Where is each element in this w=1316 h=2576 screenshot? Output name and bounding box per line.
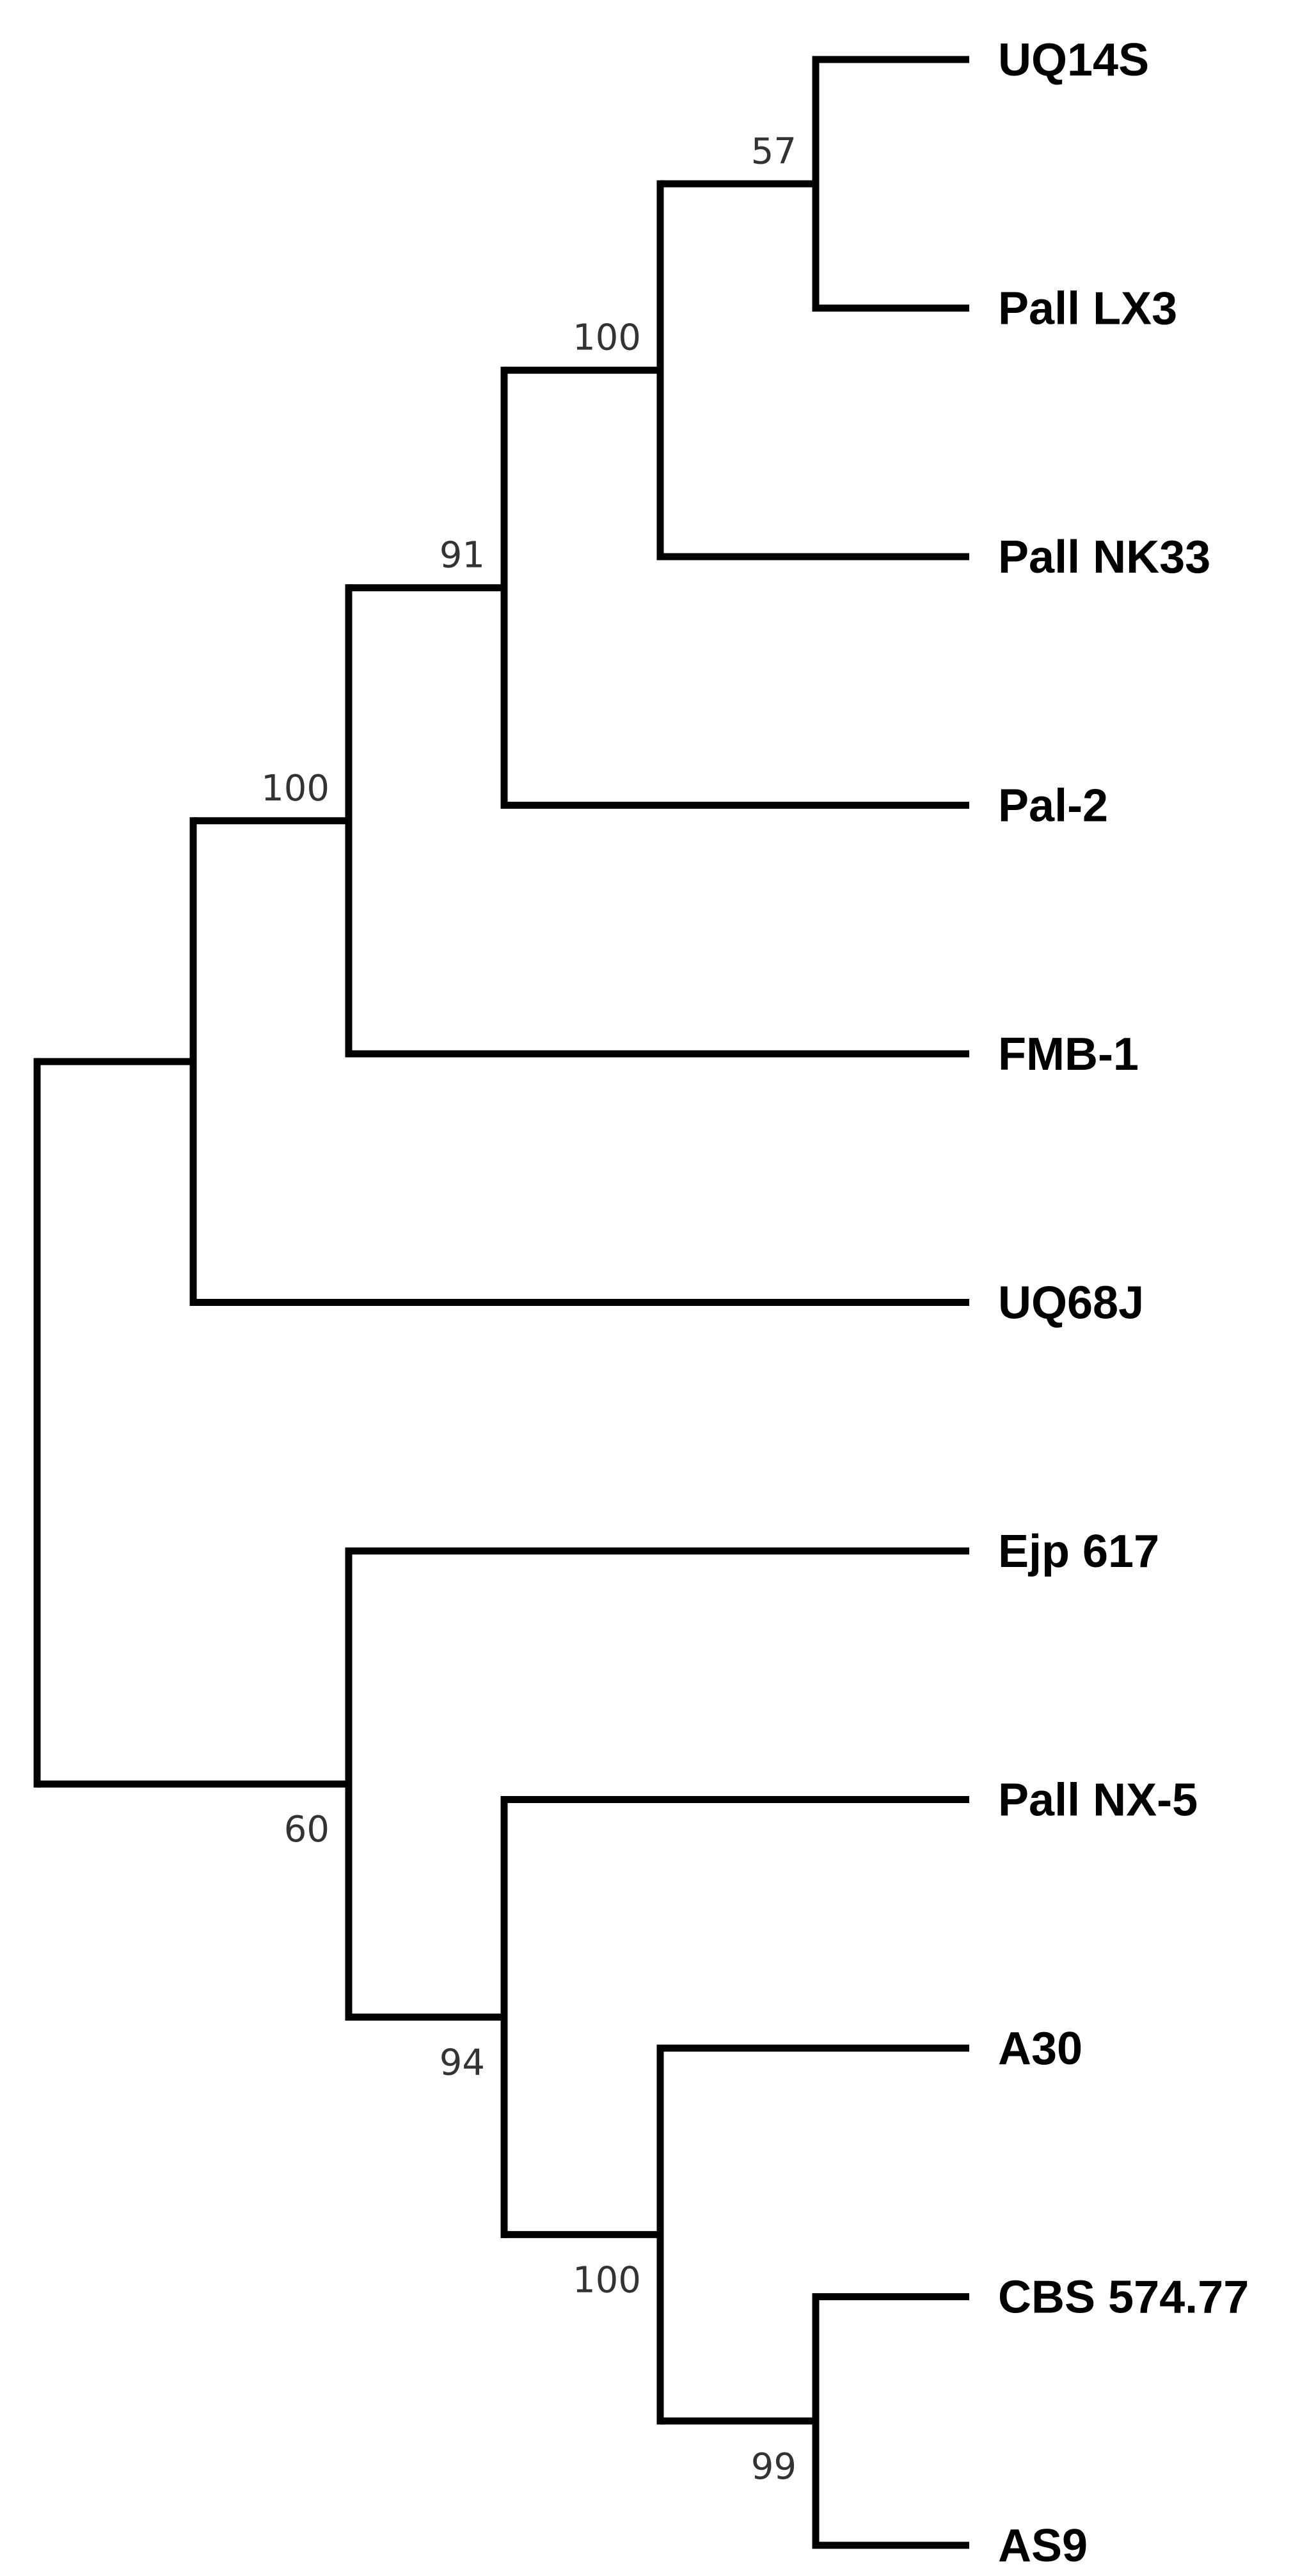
taxon-label: AS9 <box>998 2520 1088 2572</box>
taxon-label: Pall NK33 <box>998 532 1210 583</box>
taxon-label: Pall LX3 <box>998 283 1177 335</box>
taxon-label: CBS 574.77 <box>998 2272 1249 2323</box>
taxon-label: FMB-1 <box>998 1029 1139 1080</box>
bootstrap-value-c1: 57 <box>751 131 797 172</box>
taxon-label: Pall NX-5 <box>998 1775 1198 1826</box>
tree-branches <box>33 56 969 2549</box>
bootstrap-value-c8: 94 <box>440 2042 485 2083</box>
taxon-label: Pal-2 <box>998 781 1108 832</box>
taxon-label: Ejp 617 <box>998 1526 1159 1577</box>
bootstrap-value-c3: 91 <box>440 535 485 576</box>
bootstrap-value-c6: 99 <box>751 2446 797 2488</box>
taxon-label: UQ14S <box>998 35 1149 86</box>
bootstrap-value-c9: 60 <box>284 1809 329 1850</box>
taxon-label: UQ68J <box>998 1278 1144 1329</box>
bootstrap-labels: 57 100 91 100 99 100 94 60 <box>261 131 797 2488</box>
taxon-label: A30 <box>998 2023 1082 2074</box>
bootstrap-value-c4: 100 <box>261 768 329 809</box>
bootstrap-value-c2: 100 <box>573 317 641 359</box>
bootstrap-value-c7: 100 <box>573 2259 641 2301</box>
